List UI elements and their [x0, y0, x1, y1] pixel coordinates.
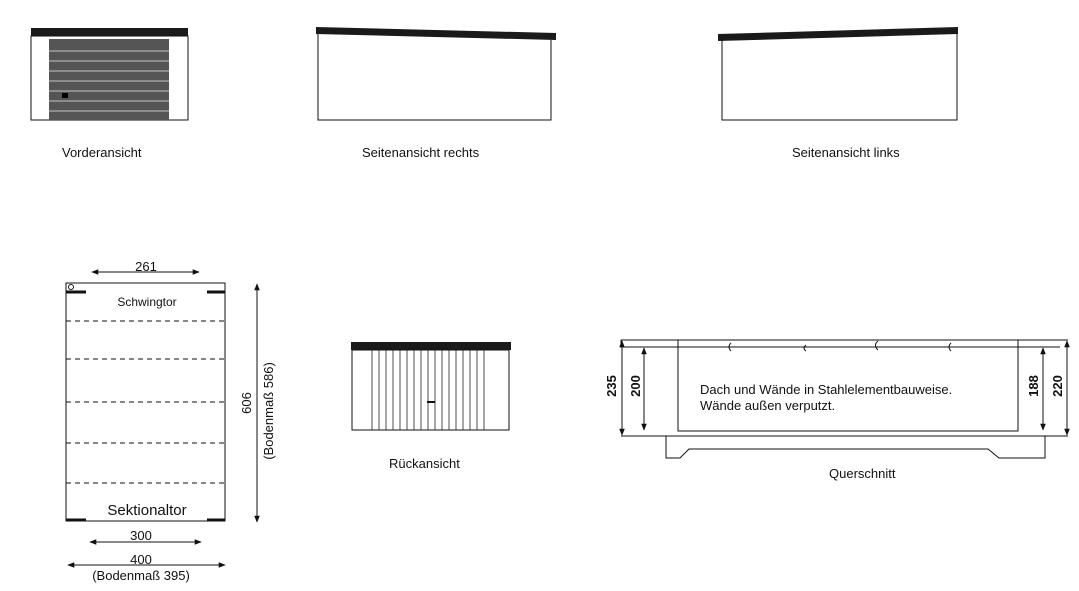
side-right-label: Seitenansicht rechts [362, 145, 480, 160]
cross-section-view [620, 339, 1068, 459]
section-note-line1: Dach und Wände in Stahlelementbauweise. [700, 382, 952, 397]
front-view [30, 28, 189, 121]
rear-view [351, 342, 511, 431]
door-handle [62, 93, 68, 98]
plan-door-top-label: Schwingtor [117, 295, 176, 309]
side-right-view [316, 27, 556, 121]
plan-total-width: 400 [130, 552, 152, 567]
plan-floor-width: (Bodenmaß 395) [92, 568, 190, 583]
plan-view [65, 282, 226, 522]
cross-section-label: Querschnitt [829, 466, 896, 481]
rear-handle [427, 401, 435, 403]
section-note-line2: Wände außen verputzt. [700, 398, 835, 413]
plan-bottom-width: 300 [130, 528, 152, 543]
section-height-188: 188 [1026, 375, 1041, 397]
plan-length: 606 [239, 392, 254, 414]
plan-door-bottom-label: Sektionaltor [107, 502, 186, 519]
front-view-label: Vorderansicht [62, 145, 142, 160]
section-height-220: 220 [1050, 375, 1065, 397]
side-left-view [718, 27, 958, 121]
plan-floor-length: (Bodenmaß 586) [261, 362, 276, 460]
side-left-label: Seitenansicht links [792, 145, 900, 160]
section-height-235: 235 [604, 375, 619, 397]
section-height-200: 200 [628, 375, 643, 397]
rear-view-label: Rückansicht [389, 456, 460, 471]
plan-top-width: 261 [135, 259, 157, 274]
